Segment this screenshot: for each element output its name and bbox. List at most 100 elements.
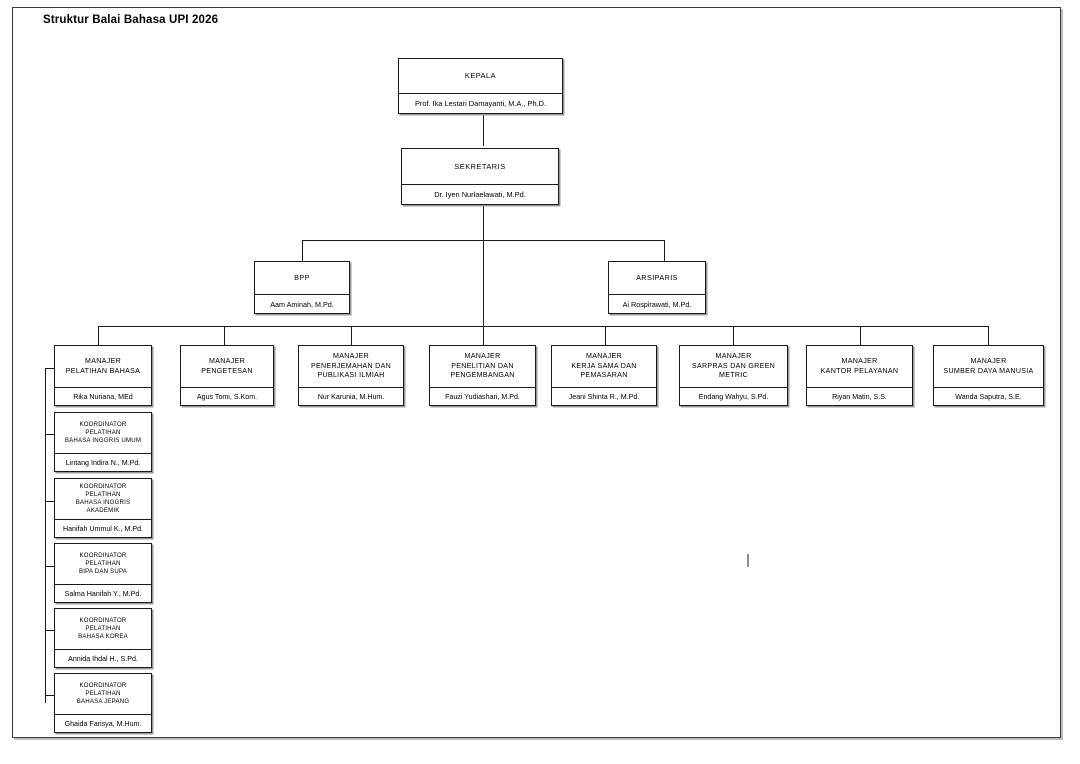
- node-manager-4-role-line-2: PENELITIAN DAN: [451, 361, 514, 370]
- connector-spine-to-coordinator-1: [45, 434, 54, 436]
- node-bpp-role: BPP: [255, 262, 349, 294]
- node-arsiparis-person: Ai Rospirawati, M.Pd.: [609, 294, 705, 313]
- node-coordinator-1[interactable]: KOORDINATOR PELATIHAN BAHASA INGGRIS UMU…: [54, 412, 152, 472]
- connector-manager-bus: [98, 326, 989, 328]
- connector-spine-to-coordinator-2: [45, 501, 54, 503]
- node-coordinator-2-role-line-1: KOORDINATOR: [79, 482, 127, 490]
- node-manager-1-person: Rika Nuriana, MEd: [55, 387, 151, 405]
- node-arsiparis[interactable]: ARSIPARIS Ai Rospirawati, M.Pd.: [608, 261, 706, 314]
- text-cursor-artifact: [747, 554, 749, 567]
- node-coordinator-3[interactable]: KOORDINATOR PELATIHAN BIPA DAN SUPA Salm…: [54, 543, 152, 603]
- node-manager-2[interactable]: MANAJER PENGETESAN Agus Tomi, S.Kom.: [180, 345, 274, 406]
- node-bpp-role-line: BPP: [294, 273, 310, 283]
- node-manager-5[interactable]: MANAJER KERJA SAMA DAN PEMASARAN Jeani S…: [551, 345, 657, 406]
- node-manager-4[interactable]: MANAJER PENELITIAN DAN PENGEMBANGAN Fauz…: [429, 345, 536, 406]
- connector-bus-to-manager-1: [98, 326, 100, 345]
- node-manager-5-role: MANAJER KERJA SAMA DAN PEMASARAN: [552, 346, 656, 387]
- node-coordinator-1-role-line-3: BAHASA INGGRIS UMUM: [64, 437, 142, 445]
- node-coordinator-4-role: KOORDINATOR PELATIHAN BAHASA KOREA: [55, 609, 151, 649]
- node-coordinator-1-role-line-1: KOORDINATOR: [79, 420, 127, 428]
- node-manager-5-role-line-1: MANAJER: [586, 352, 622, 361]
- node-coordinator-4-role-line-2: PELATIHAN: [85, 624, 121, 632]
- connector-spine-to-coordinator-5: [45, 695, 54, 697]
- connector-coordinator-spine: [45, 368, 47, 703]
- node-manager-6-role-line-3: METRIC: [719, 371, 748, 380]
- node-manager-7-role: MANAJER KANTOR PELAYANAN: [807, 346, 912, 387]
- node-coordinator-5-person: Ghaida Farisya, M.Hum.: [55, 714, 151, 732]
- node-arsiparis-role-line: ARSIPARIS: [636, 273, 678, 283]
- node-coordinator-5-role-line-1: KOORDINATOR: [79, 681, 127, 689]
- node-manager-5-role-line-2: KERJA SAMA DAN: [571, 361, 637, 370]
- node-manager-8[interactable]: MANAJER SUMBER DAYA MANUSIA Wanda Saputr…: [933, 345, 1044, 406]
- connector-bus-to-bpp: [302, 240, 304, 262]
- node-kepala-role: KEPALA: [399, 59, 562, 93]
- node-manager-8-person: Wanda Saputra, S.E.: [934, 387, 1043, 405]
- node-sekretaris-role: SEKRETARIS: [402, 149, 558, 184]
- node-coordinator-3-role-line-1: KOORDINATOR: [79, 551, 127, 559]
- node-kepala[interactable]: KEPALA Prof. Ika Lestari Damayanti, M.A.…: [398, 58, 563, 114]
- node-manager-2-person: Agus Tomi, S.Kom.: [181, 387, 273, 405]
- node-coordinator-5[interactable]: KOORDINATOR PELATIHAN BAHASA JEPANG Ghai…: [54, 673, 152, 733]
- node-bpp-person: Aam Aminah, M.Pd.: [255, 294, 349, 313]
- node-manager-8-role: MANAJER SUMBER DAYA MANUSIA: [934, 346, 1043, 387]
- node-manager-4-role: MANAJER PENELITIAN DAN PENGEMBANGAN: [430, 346, 535, 387]
- node-coordinator-3-person: Salma Hanifah Y., M.Pd.: [55, 584, 151, 602]
- node-bpp[interactable]: BPP Aam Aminah, M.Pd.: [254, 261, 350, 314]
- node-coordinator-2[interactable]: KOORDINATOR PELATIHAN BAHASA INGGRIS AKA…: [54, 478, 152, 538]
- node-manager-4-person: Fauzi Yudiashari, M.Pd.: [430, 387, 535, 405]
- node-manager-3[interactable]: MANAJER PENERJEMAHAN DAN PUBLIKASI ILMIA…: [298, 345, 404, 406]
- connector-sekretaris-trunk: [483, 205, 485, 327]
- node-kepala-role-line: KEPALA: [464, 71, 497, 81]
- node-coordinator-5-role-line-3: BAHASA JEPANG: [76, 698, 130, 706]
- connector-bus-to-manager-3: [351, 326, 353, 345]
- node-coordinator-4-role-line-3: BAHASA KOREA: [78, 633, 128, 641]
- node-manager-7[interactable]: MANAJER KANTOR PELAYANAN Riyan Matin, S.…: [806, 345, 913, 406]
- node-manager-6-role: MANAJER SARPRAS DAN GREEN METRIC: [680, 346, 787, 387]
- node-coordinator-5-role-line-2: PELATIHAN: [85, 689, 121, 697]
- node-coordinator-2-role-line-3: BAHASA INGGRIS AKADEMIK: [75, 499, 131, 515]
- node-coordinator-2-role-line-2: PELATIHAN: [85, 490, 121, 498]
- node-manager-7-role-line-2: KANTOR PELAYANAN: [820, 366, 899, 375]
- node-coordinator-1-role-line-2: PELATIHAN: [85, 428, 121, 436]
- node-coordinator-1-person: Lintang Indira N., M.Pd.: [55, 453, 151, 471]
- connector-bus-to-manager-5: [605, 326, 607, 345]
- connector-bus-to-manager-7: [860, 326, 862, 345]
- node-sekretaris[interactable]: SEKRETARIS Dr. Iyen Nurlaelawati, M.Pd.: [401, 148, 559, 205]
- node-manager-1[interactable]: MANAJER PELATIHAN BAHASA Rika Nuriana, M…: [54, 345, 152, 406]
- node-sekretaris-role-line: SEKRETARIS: [454, 161, 506, 171]
- connector-support-bus: [302, 240, 665, 242]
- node-kepala-person: Prof. Ika Lestari Damayanti, M.A., Ph.D.: [399, 93, 562, 113]
- node-manager-6-role-line-2: SARPRAS DAN GREEN: [691, 361, 776, 370]
- connector-spine-to-coordinator-4: [45, 630, 54, 632]
- node-manager-6-role-line-1: MANAJER: [715, 352, 752, 361]
- node-coordinator-3-role: KOORDINATOR PELATIHAN BIPA DAN SUPA: [55, 544, 151, 584]
- node-coordinator-4-person: Annida Ihdal H., S.Pd.: [55, 649, 151, 667]
- connector-kepala-sekretaris: [483, 114, 485, 146]
- node-manager-2-role: MANAJER PENGETESAN: [181, 346, 273, 387]
- node-arsiparis-role: ARSIPARIS: [609, 262, 705, 294]
- node-manager-8-role-line-2: SUMBER DAYA MANUSIA: [943, 366, 1034, 375]
- node-coordinator-1-role: KOORDINATOR PELATIHAN BAHASA INGGRIS UMU…: [55, 413, 151, 453]
- node-manager-5-person: Jeani Shinta R., M.Pd.: [552, 387, 656, 405]
- node-manager-4-role-line-3: PENGEMBANGAN: [450, 371, 515, 380]
- connector-bus-to-manager-4: [483, 326, 485, 345]
- node-manager-3-role: MANAJER PENERJEMAHAN DAN PUBLIKASI ILMIA…: [299, 346, 403, 387]
- node-manager-7-role-line-1: MANAJER: [841, 357, 878, 366]
- node-manager-1-role-line-2: PELATIHAN BAHASA: [65, 366, 141, 375]
- node-manager-5-role-line-3: PEMASARAN: [580, 371, 628, 380]
- connector-bus-to-manager-8: [988, 326, 990, 345]
- node-manager-6[interactable]: MANAJER SARPRAS DAN GREEN METRIC Endang …: [679, 345, 788, 406]
- node-manager-4-role-line-1: MANAJER: [464, 352, 501, 361]
- node-manager-3-person: Nur Karunia, M.Hum.: [299, 387, 403, 405]
- node-coordinator-2-person: Hanifah Ummul K., M.Pd.: [55, 519, 151, 537]
- node-coordinator-5-role: KOORDINATOR PELATIHAN BAHASA JEPANG: [55, 674, 151, 714]
- node-manager-1-role: MANAJER PELATIHAN BAHASA: [55, 346, 151, 387]
- page-title: Struktur Balai Bahasa UPI 2026: [43, 14, 219, 26]
- node-coordinator-4[interactable]: KOORDINATOR PELATIHAN BAHASA KOREA Annid…: [54, 608, 152, 668]
- node-manager-3-role-line-3: PUBLIKASI ILMIAH: [317, 371, 385, 380]
- connector-spine-top: [45, 368, 54, 370]
- node-manager-6-person: Endang Wahyu, S.Pd.: [680, 387, 787, 405]
- node-manager-8-role-line-1: MANAJER: [970, 357, 1007, 366]
- node-coordinator-4-role-line-1: KOORDINATOR: [79, 616, 127, 624]
